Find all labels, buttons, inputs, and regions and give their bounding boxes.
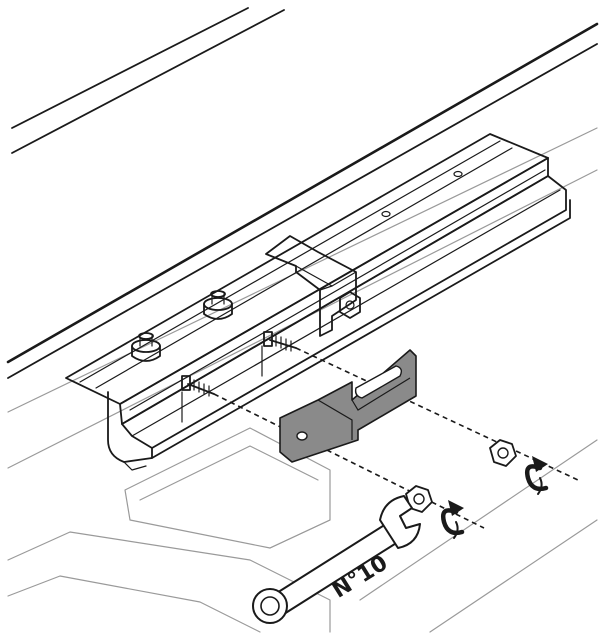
roof-panel-lines [6, 7, 599, 633]
mounting-plate [279, 349, 417, 463]
assembly-guide-lines [213, 347, 579, 529]
threaded-stud-lower [181, 375, 215, 397]
tighten-arrow-left-icon [441, 500, 465, 539]
hex-bolt-right [203, 290, 233, 320]
hex-nut-left [405, 485, 433, 513]
hex-nut-right [489, 439, 517, 467]
tighten-arrow-right-icon [525, 456, 549, 495]
rail-clamp-bracket [265, 235, 357, 337]
clamp-nut [339, 291, 361, 319]
car-body-panel [7, 427, 331, 633]
wrench-icon [252, 495, 421, 624]
roof-rail [65, 133, 571, 471]
hex-bolt-left [131, 332, 161, 362]
threaded-stud-upper [263, 331, 297, 352]
